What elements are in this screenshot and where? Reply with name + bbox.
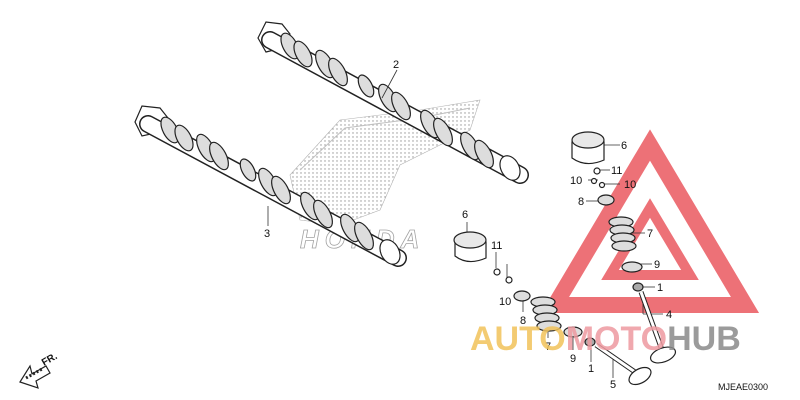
cotter-lower — [493, 268, 501, 276]
callout-cotter-upper: 11 — [611, 165, 622, 177]
watermark-text: AUTOMOTOHUB — [470, 320, 741, 358]
retainer-upper-b — [598, 181, 606, 189]
cotter-upper — [593, 167, 601, 175]
callout-exhaust-camshaft: 2 — [393, 59, 399, 71]
callout-retainer-upper-a: 10 — [570, 175, 582, 187]
callout-stem-seal-upper: 1 — [657, 282, 663, 294]
stem-seal-lower — [584, 337, 596, 347]
upper-valve-assembly — [571, 131, 677, 364]
retainer-upper-a — [590, 177, 598, 185]
callout-spring-washer-upper: 9 — [654, 259, 660, 271]
valve-upper — [638, 291, 677, 364]
callout-retainer-lower: 10 — [499, 296, 511, 308]
callout-spring-washer-lower: 9 — [570, 353, 576, 365]
valve-spring-upper — [608, 216, 637, 252]
lower-valve-assembly — [453, 231, 652, 386]
watermark-moto: MOTO — [566, 320, 667, 358]
spring-seat-upper — [597, 194, 615, 206]
valve-lower — [594, 342, 652, 386]
spring-washer-upper — [621, 261, 643, 273]
callout-valve-spring-lower: 7 — [545, 341, 551, 353]
callout-labels: 2 3 6 6 11 10 10 8 7 9 1 4 11 10 8 7 9 1… — [264, 59, 672, 391]
callout-tappet-lower: 6 — [462, 209, 468, 221]
watermark-hub: HUB — [667, 320, 741, 358]
watermark-auto: AUTO — [470, 320, 566, 358]
callout-intake-camshaft: 3 — [264, 228, 270, 240]
tappet-lower — [453, 231, 487, 263]
callout-cotter-lower: 11 — [491, 240, 502, 252]
callout-spring-seat-upper: 8 — [578, 196, 584, 208]
honda-wing-logo: HONDA — [289, 99, 481, 254]
watermark-triangle — [540, 129, 760, 313]
retainer-lower — [505, 276, 513, 284]
diagram-code: MJEAE0300 — [718, 382, 768, 392]
spring-seat-lower — [513, 290, 531, 302]
spring-washer-lower — [563, 326, 583, 338]
valve-spring-lower — [530, 296, 562, 332]
callout-valve-spring-upper: 7 — [647, 228, 653, 240]
callout-tappet-upper: 6 — [621, 140, 627, 152]
callout-spring-seat-lower: 8 — [520, 315, 526, 327]
stem-seal-upper — [632, 282, 644, 292]
callout-valve-upper: 4 — [666, 309, 672, 321]
front-direction-label: FR. — [40, 351, 60, 369]
tappet-upper — [571, 131, 605, 165]
front-direction-arrow: FR. — [19, 351, 60, 389]
exhaust-camshaft — [257, 21, 529, 184]
callout-retainer-upper-b: 10 — [624, 179, 636, 191]
svg-text:AUTOMOTOHUB: AUTOMOTOHUB — [470, 320, 741, 358]
callout-valve-lower: 5 — [610, 379, 616, 391]
callout-stem-seal-lower: 1 — [588, 363, 594, 375]
intake-camshaft — [134, 105, 407, 267]
